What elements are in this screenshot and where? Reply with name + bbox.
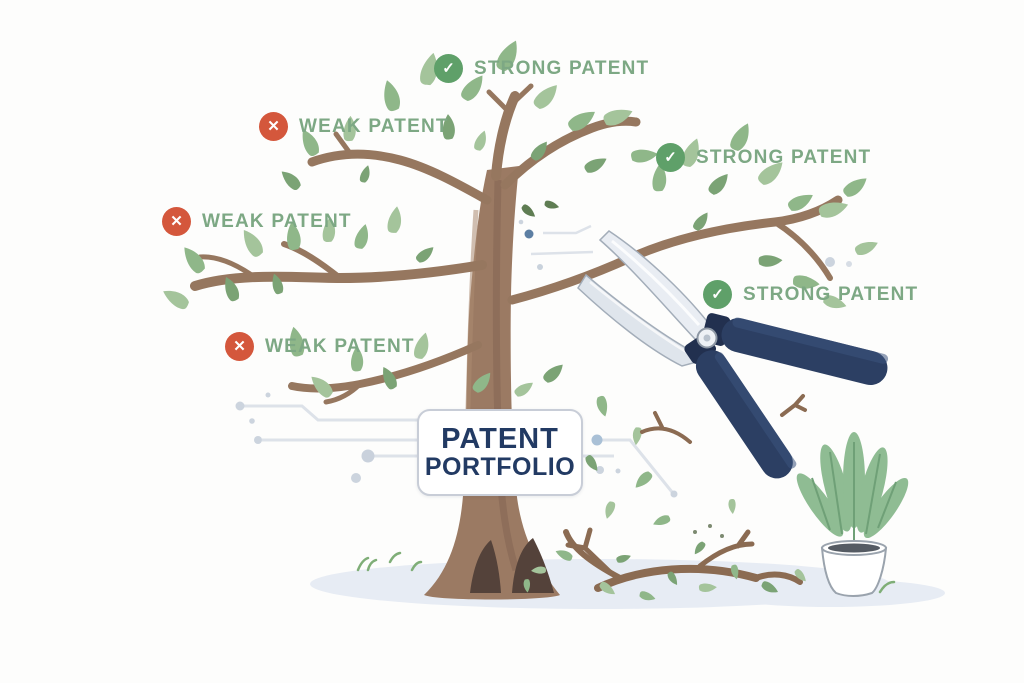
plant-pot bbox=[820, 547, 888, 597]
falling-twig bbox=[640, 394, 807, 444]
leaf-icon bbox=[382, 206, 405, 235]
check-icon: ✓ bbox=[703, 280, 732, 309]
label-strong-patent-right-lower: ✓ STRONG PATENT bbox=[703, 280, 918, 309]
leaf-icon bbox=[603, 500, 618, 519]
leaf-icon bbox=[707, 170, 729, 198]
leaf-icon bbox=[634, 468, 654, 492]
label-text: STRONG PATENT bbox=[743, 283, 919, 305]
leaf-icon bbox=[592, 393, 615, 417]
circuit-traces-left bbox=[235, 392, 430, 483]
label-text: STRONG PATENT bbox=[474, 57, 650, 79]
grass-tufts bbox=[356, 551, 896, 594]
label-weak-patent-middle: ✕ WEAK PATENT bbox=[162, 207, 352, 236]
label-text: WEAK PATENT bbox=[202, 210, 352, 232]
label-strong-patent-top: ✓ STRONG PATENT bbox=[434, 54, 649, 83]
leaf-icon bbox=[543, 198, 560, 211]
trunk-root-cavity bbox=[470, 540, 501, 593]
falling-leaves bbox=[561, 393, 807, 557]
leaf-icon bbox=[628, 141, 659, 169]
leaf-icon bbox=[756, 248, 783, 272]
label-weak-patent-upper: ✕ WEAK PATENT bbox=[259, 112, 449, 141]
circuit-traces-right bbox=[579, 434, 678, 498]
check-icon: ✓ bbox=[656, 143, 685, 172]
tree-trunk bbox=[424, 166, 560, 600]
tree-branches bbox=[190, 83, 843, 405]
x-icon: ✕ bbox=[259, 112, 288, 141]
leaf-icon bbox=[541, 359, 564, 386]
check-icon: ✓ bbox=[434, 54, 463, 83]
leaf-icon bbox=[161, 290, 190, 310]
sign-title-line1: PATENT bbox=[441, 422, 559, 455]
potted-plant bbox=[796, 432, 909, 597]
leaf-icon bbox=[414, 242, 435, 266]
leaf-icon bbox=[512, 376, 534, 401]
leaf-icon bbox=[520, 203, 538, 218]
pruned-branch bbox=[507, 195, 843, 305]
x-icon: ✕ bbox=[225, 332, 254, 361]
leaf-icon bbox=[815, 191, 849, 225]
leaf-icon bbox=[725, 497, 741, 515]
cut-branch-debris bbox=[520, 524, 810, 602]
leaf-icon bbox=[582, 150, 608, 178]
leaf-icon bbox=[532, 79, 558, 113]
leaf-icon bbox=[694, 540, 707, 557]
sign-title-line2: PORTFOLIO bbox=[424, 452, 576, 481]
pruning-shears-icon bbox=[577, 230, 889, 479]
leaf-icon bbox=[373, 79, 407, 115]
label-text: WEAK PATENT bbox=[265, 335, 415, 357]
tree bbox=[190, 83, 843, 600]
leaf-icon bbox=[176, 246, 210, 276]
patent-portfolio-sign: PATENT PORTFOLIO bbox=[417, 409, 583, 496]
label-text: WEAK PATENT bbox=[299, 115, 449, 137]
leaf-icon bbox=[277, 170, 304, 192]
label-strong-patent-right-upper: ✓ STRONG PATENT bbox=[656, 143, 871, 172]
leaf-icon bbox=[692, 210, 709, 232]
plant-leaves bbox=[796, 432, 909, 540]
leaf-icon bbox=[529, 138, 548, 163]
label-text: STRONG PATENT bbox=[696, 146, 872, 168]
label-weak-patent-lower: ✕ WEAK PATENT bbox=[225, 332, 415, 361]
leaf-icon bbox=[841, 171, 868, 202]
leaf-icon bbox=[652, 511, 672, 532]
leaf-icon bbox=[852, 233, 879, 260]
leaf-icon bbox=[351, 223, 371, 251]
x-icon: ✕ bbox=[162, 207, 191, 236]
trunk-root-cavity bbox=[512, 538, 554, 593]
leaf-icon bbox=[472, 130, 488, 152]
leaf-icon bbox=[357, 165, 372, 184]
circuit-traces-mid bbox=[518, 219, 594, 270]
